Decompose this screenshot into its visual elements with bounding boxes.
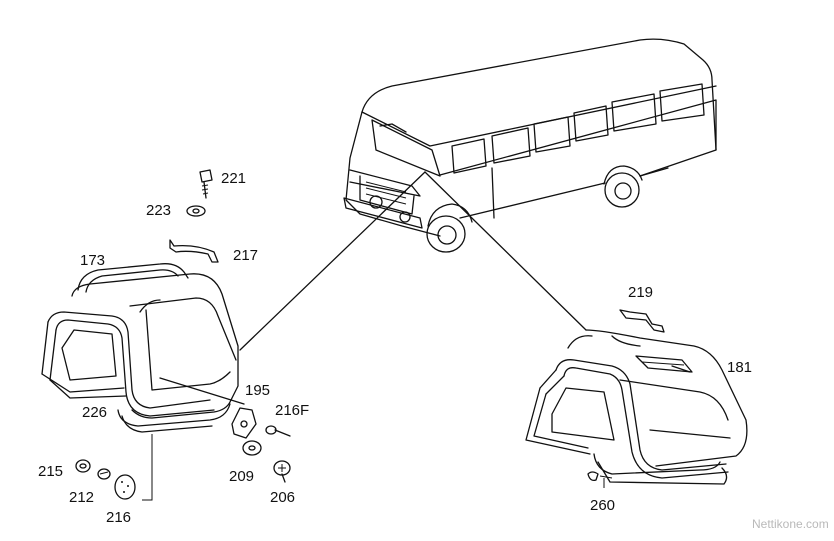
label-226: 226 (82, 404, 107, 421)
label-219: 219 (628, 284, 653, 301)
label-223: 223 (146, 202, 171, 219)
label-216F: 216F (275, 402, 309, 419)
washer-209-icon (242, 440, 262, 456)
screw-216F-icon (265, 425, 291, 437)
left-engine-cover (41, 263, 245, 433)
grommet-216-icon (114, 474, 136, 500)
washer-223-icon (186, 205, 206, 217)
label-206: 206 (270, 489, 295, 506)
label-215: 215 (38, 463, 63, 480)
label-216: 216 (106, 509, 131, 526)
bolt-221-icon (199, 169, 213, 199)
label-181: 181 (727, 359, 752, 376)
label-217: 217 (233, 247, 258, 264)
label-195: 195 (245, 382, 270, 399)
leader-line-left (239, 171, 426, 351)
bus-illustration (343, 38, 717, 253)
bracket-195-icon (231, 407, 257, 439)
label-260: 260 (590, 497, 615, 514)
group-line-left (142, 434, 153, 501)
watermark: Nettikone.com (752, 517, 829, 531)
handle-217-icon (169, 239, 219, 263)
spring-washer-212-icon (97, 468, 111, 480)
clip-260-icon (587, 471, 613, 488)
label-212: 212 (69, 489, 94, 506)
label-173: 173 (80, 252, 105, 269)
nut-215-icon (75, 459, 91, 473)
right-engine-cover (525, 329, 748, 485)
label-221: 221 (221, 170, 246, 187)
leader-line-right (424, 171, 587, 331)
screw-206-icon (273, 460, 291, 483)
handle-219-icon (619, 309, 665, 333)
label-209: 209 (229, 468, 254, 485)
